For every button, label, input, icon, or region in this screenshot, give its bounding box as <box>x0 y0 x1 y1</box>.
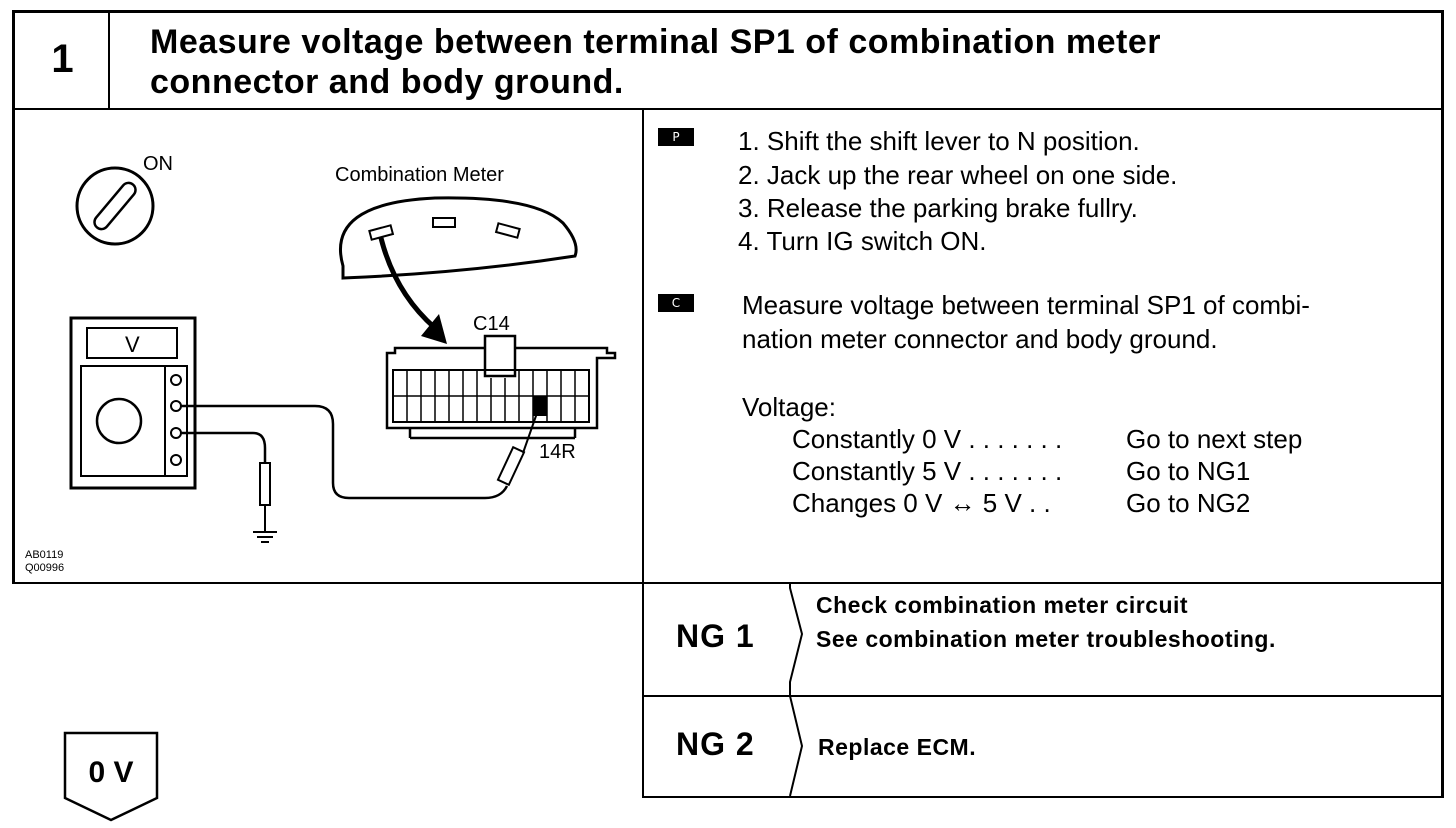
figure-code-2: Q00996 <box>25 562 64 574</box>
wiring-diagram: ON Combination Meter C14 <box>25 153 617 574</box>
voltmeter-icon <box>69 316 197 490</box>
combination-meter-label: Combination Meter <box>335 164 504 186</box>
ng-table-dividers <box>644 582 1444 797</box>
prep-step-1: 1. Shift the shift lever to N position. <box>738 126 1140 156</box>
result-condition-3: Changes 0 V ↔ 5 V . . <box>792 488 1051 518</box>
switch-on-label: ON <box>143 153 173 175</box>
ng1-text-line-2: See combination meter troubleshooting. <box>816 626 1276 652</box>
step-title-line-1: Measure voltage between terminal SP1 of … <box>150 23 1161 61</box>
probe-icon <box>496 412 538 487</box>
test-leads-icon <box>181 404 509 532</box>
prep-step-4: 4. Turn IG switch ON. <box>738 226 987 256</box>
step-title-line-2: connector and body ground. <box>150 63 624 101</box>
prep-badge: P <box>658 128 694 146</box>
combination-meter-icon <box>338 196 578 280</box>
connector-c14-icon <box>385 334 617 440</box>
result-arrow-label: 0 V <box>88 756 134 789</box>
instructions-panel: P 1. Shift the shift lever to N position… <box>642 108 1444 584</box>
wiring-diagram-panel: ON Combination Meter C14 <box>12 108 644 584</box>
step-header: 1 Measure voltage between terminal SP1 o… <box>12 10 1444 110</box>
ignition-switch-icon <box>75 166 155 246</box>
prep-step-3: 3. Release the parking brake fullry. <box>738 193 1138 223</box>
connector-label: C14 <box>473 313 510 335</box>
voltage-heading: Voltage: <box>742 392 836 422</box>
voltmeter-label: V <box>125 332 140 357</box>
ng2-text-line-1: Replace ECM. <box>818 734 977 760</box>
result-condition-2: Constantly 5 V . . . . . . . <box>792 456 1063 486</box>
check-badge: C <box>658 294 694 312</box>
check-text-line-2: nation meter connector and body ground. <box>742 324 1218 354</box>
result-arrow-icon <box>63 731 159 822</box>
result-action-2: Go to NG1 <box>1126 456 1251 486</box>
terminal-label: 14R <box>539 441 576 463</box>
ground-icon <box>253 531 277 543</box>
connector-arrow-icon <box>378 237 447 344</box>
result-action-3: Go to NG2 <box>1126 488 1251 518</box>
result-condition-1: Constantly 0 V . . . . . . . <box>792 424 1063 454</box>
check-text-line-1: Measure voltage between terminal SP1 of … <box>742 290 1310 320</box>
ng1-text-line-1: Check combination meter circuit <box>816 592 1189 618</box>
figure-code-1: AB0119 <box>25 549 63 561</box>
ng2-label: NG 2 <box>676 726 755 762</box>
step-number: 1 <box>51 37 74 81</box>
ng1-label: NG 1 <box>676 618 755 654</box>
prep-step-2: 2. Jack up the rear wheel on one side. <box>738 160 1178 190</box>
step-number-cell: 1 <box>15 13 110 108</box>
ng-table: NG 1 Check combination meter circuit See… <box>642 582 1444 798</box>
result-action-1: Go to next step <box>1126 424 1303 454</box>
